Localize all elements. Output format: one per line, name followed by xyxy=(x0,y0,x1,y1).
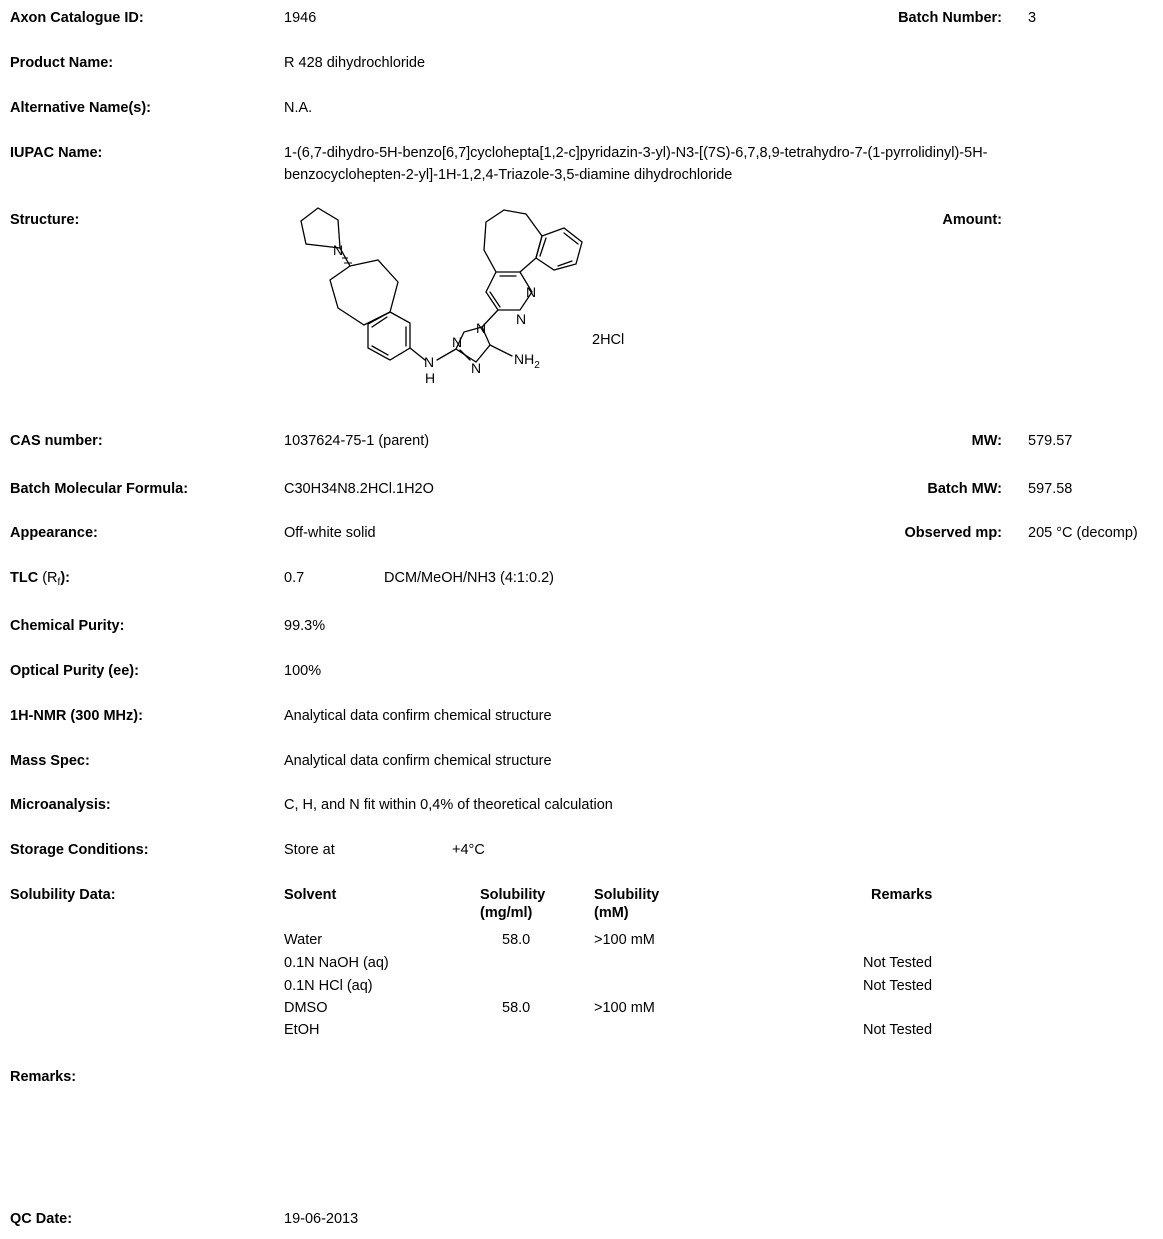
chemical-structure-diagram: N N N N N N N H NH2 xyxy=(300,207,583,386)
solubility-data-label: Solubility Data: xyxy=(10,887,116,903)
solubility-cell-remarks: Not Tested xyxy=(863,955,933,971)
solubility-header-solvent: Solvent xyxy=(284,887,337,903)
atom-nh-n: N xyxy=(424,354,434,370)
product-name-value: R 428 dihydrochloride xyxy=(284,55,426,71)
nmr-value: Analytical data confirm chemical structu… xyxy=(284,708,552,724)
catalogue-id-label: Axon Catalogue ID: xyxy=(10,10,144,26)
microanalysis-value: C, H, and N fit within 0,4% of theoretic… xyxy=(284,797,613,813)
atom-n-pyrrolidine: N xyxy=(333,242,343,258)
solubility-cell-mm: >100 mM xyxy=(594,1000,655,1016)
structure-label: Structure: xyxy=(10,212,80,228)
solubility-cell-mgml: 58.0 xyxy=(502,932,531,948)
iupac-name-label: IUPAC Name: xyxy=(10,145,103,161)
batch-number-label: Batch Number: xyxy=(898,10,1002,26)
optical-purity-value: 100% xyxy=(284,663,322,679)
storage-conditions-value: Store at xyxy=(284,842,335,858)
salt-label: 2HCl xyxy=(592,332,625,348)
batch-mw-value: 597.58 xyxy=(1028,481,1073,497)
chemical-purity-label: Chemical Purity: xyxy=(10,618,125,634)
iupac-name-line-1: 1-(6,7-dihydro-5H-benzo[6,7]cyclohepta[1… xyxy=(284,145,988,161)
remarks-label: Remarks: xyxy=(10,1069,77,1085)
atom-nh-h: H xyxy=(425,370,435,386)
atom-n-triazole-mid: N xyxy=(476,320,486,336)
storage-temperature: +4°C xyxy=(452,842,485,858)
mw-value: 579.57 xyxy=(1028,433,1073,449)
microanalysis-label: Microanalysis: xyxy=(10,797,111,813)
appearance-value: Off-white solid xyxy=(284,525,376,541)
atom-n-triazole-bottom: N xyxy=(471,360,481,376)
cas-number-value: 1037624-75-1 (parent) xyxy=(284,433,430,449)
nmr-label: 1H-NMR (300 MHz): xyxy=(10,708,143,724)
solubility-cell-solvent: EtOH xyxy=(284,1022,320,1038)
solubility-header-mgml-2: (mg/ml) xyxy=(480,905,533,921)
tlc-value: 0.7 xyxy=(284,570,305,586)
observed-mp-value: 205 °C (decomp) xyxy=(1028,525,1138,541)
appearance-label: Appearance: xyxy=(10,525,98,541)
catalogue-id-value: 1946 xyxy=(284,10,317,26)
alternative-names-label: Alternative Name(s): xyxy=(10,100,152,116)
solubility-cell-solvent: 0.1N HCl (aq) xyxy=(284,978,373,994)
amount-label: Amount: xyxy=(942,212,1002,228)
product-name-label: Product Name: xyxy=(10,55,114,71)
qc-date-value: 19-06-2013 xyxy=(284,1211,359,1227)
batch-formula-label: Batch Molecular Formula: xyxy=(10,481,189,497)
atom-n-pyridazine-1: N xyxy=(526,284,536,300)
solubility-cell-mgml: 58.0 xyxy=(502,1000,531,1016)
mass-spec-label: Mass Spec: xyxy=(10,753,90,769)
mw-label: MW: xyxy=(971,433,1002,449)
batch-number-value: 3 xyxy=(1028,10,1037,26)
tlc-label: TLC (Rf): xyxy=(10,570,70,588)
solubility-cell-remarks: Not Tested xyxy=(863,1022,933,1038)
tlc-solvent: DCM/MeOH/NH3 (4:1:0.2) xyxy=(384,570,555,586)
batch-formula-value: C30H34N8.2HCl.1H2O xyxy=(284,481,434,497)
chemical-purity-value: 99.3% xyxy=(284,618,326,634)
solubility-cell-solvent: 0.1N NaOH (aq) xyxy=(284,955,389,971)
batch-mw-label: Batch MW: xyxy=(927,481,1002,497)
atom-nh2: NH2 xyxy=(514,351,540,371)
storage-conditions-label: Storage Conditions: xyxy=(10,842,149,858)
atom-n-triazole-top: N xyxy=(452,334,462,350)
observed-mp-label: Observed mp: xyxy=(904,525,1003,541)
solubility-cell-solvent: Water xyxy=(284,932,323,948)
cas-number-label: CAS number: xyxy=(10,433,103,449)
qc-date-label: QC Date: xyxy=(10,1211,73,1227)
solubility-cell-solvent: DMSO xyxy=(284,1000,328,1016)
solubility-cell-remarks: Not Tested xyxy=(863,978,933,994)
solubility-header-mm-2: (mM) xyxy=(594,905,629,921)
atom-n-pyridazine-2: N xyxy=(516,311,526,327)
optical-purity-label: Optical Purity (ee): xyxy=(10,663,139,679)
mass-spec-value: Analytical data confirm chemical structu… xyxy=(284,753,552,769)
solubility-header-remarks: Remarks xyxy=(871,887,933,903)
iupac-name-line-2: benzocyclohepten-2-yl]-1H-1,2,4-Triazole… xyxy=(284,167,733,183)
solubility-cell-mm: >100 mM xyxy=(594,932,655,948)
alternative-names-value: N.A. xyxy=(284,100,313,116)
solubility-header-mgml-1: Solubility xyxy=(480,887,546,903)
solubility-header-mm-1: Solubility xyxy=(594,887,660,903)
